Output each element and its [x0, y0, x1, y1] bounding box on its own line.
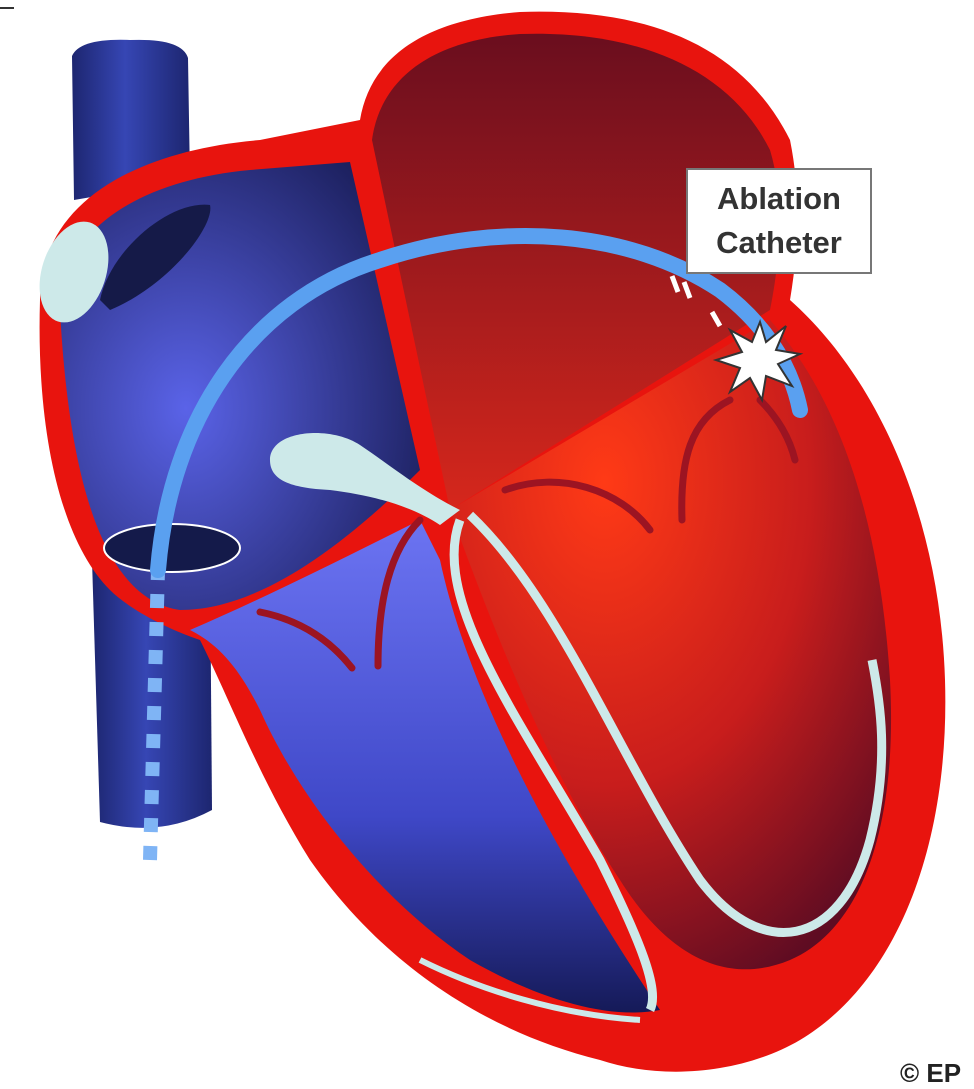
coronary-sinus-opening: [104, 524, 240, 572]
callout-line-1: Ablation: [717, 177, 841, 221]
copyright-mark: © EP: [900, 1058, 961, 1089]
ablation-catheter-callout: Ablation Catheter: [686, 168, 872, 274]
callout-line-2: Catheter: [716, 221, 842, 265]
